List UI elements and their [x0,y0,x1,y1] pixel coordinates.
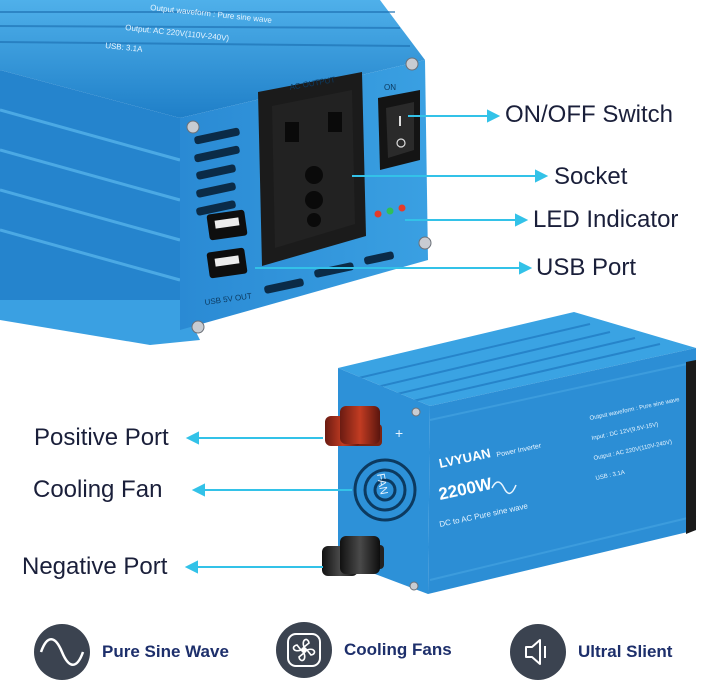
feature-label: Pure Sine Wave [102,642,229,661]
power-switch [378,90,420,170]
ac-socket [258,72,366,266]
cooling-fan-grill [353,458,417,522]
inverter-rear-view: AC OUTPUT ON USB 5V OUT Output waveform … [0,0,432,345]
callout-positive-port: Positive Port [34,424,169,451]
feature-ultral-slient: Ultral Slient [510,624,672,680]
callout-on-off-switch: ON/OFF Switch [505,101,674,128]
inverter-front-view: FAN + LVYUAN Power Inverter 2200W DC to … [322,312,697,594]
rear-spec-3: USB: 3.1A [105,41,144,54]
callout-socket: Socket [554,163,628,190]
screw [409,581,419,591]
plus-sign: + [395,425,403,441]
led-red [374,210,382,218]
top-callout-lines [255,109,549,275]
rear-vent-slots [194,127,394,294]
bottom-callout-lines [184,431,352,574]
callout-usb-port: USB Port [536,254,637,281]
screw [191,320,205,334]
positive-terminal [325,406,382,446]
on-text: ON [384,83,396,92]
led-red-2 [398,204,406,212]
feature-label: Cooling Fans [344,640,452,659]
sine-wave-icon [34,624,90,680]
fan-text: FAN [374,472,390,495]
feature-pure-sine-wave: Pure Sine Wave [34,624,229,680]
screw [186,120,200,134]
led-green [386,207,394,215]
feature-label: Ultral Slient [578,642,673,661]
screw [418,236,432,250]
feature-cooling-fans: Cooling Fans [276,622,452,678]
screw [405,57,419,71]
callout-negative-port: Negative Port [22,553,168,580]
fan-icon [276,622,332,678]
callout-led-indicator: LED Indicator [533,206,679,233]
speaker-mute-icon [510,624,566,680]
negative-terminal [322,536,384,576]
callout-cooling-fan: Cooling Fan [33,476,163,503]
screw [411,407,421,417]
usb-ports [206,209,248,279]
sine-mark-icon [491,481,517,494]
